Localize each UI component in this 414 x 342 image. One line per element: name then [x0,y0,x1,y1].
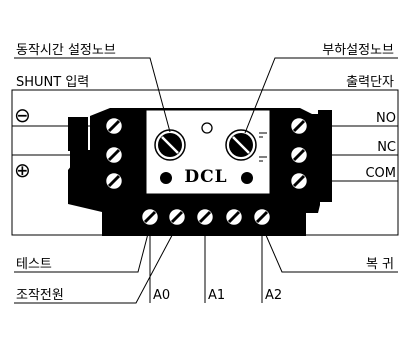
indicator-lamp-top [201,122,213,134]
label-load-knob: 부하설정노브 [322,43,394,58]
screw-terminal-a1 [195,207,215,227]
time-knob [154,129,186,161]
label-a1: A1 [208,288,225,303]
label-time-knob: 동작시간 설정노브 [16,43,116,58]
label-minus: ⊖ [14,103,31,127]
indicator-lamp-left [160,172,172,184]
screw-terminal-nc [289,145,309,165]
screw-terminal-plus [104,145,124,165]
label-com: COM [365,166,396,181]
screw-terminal-reset [252,207,272,227]
leader-lines [12,57,398,304]
screw-terminal-a0 [167,207,187,227]
label-plus: ⊕ [14,158,31,182]
brand-text: DCL [184,167,227,187]
label-reset: 복 귀 [366,257,394,272]
screw-terminal-left-bottom [104,171,124,191]
screw-terminal-minus [104,116,124,136]
label-no: NO [376,111,396,126]
label-power: 조작전원 [16,288,64,303]
screw-terminal-no [289,116,309,136]
indicator-lamp-right [241,172,253,184]
label-shunt-input: SHUNT 입력 [16,75,89,90]
screw-terminal-a2 [224,207,244,227]
label-test: 테스트 [16,257,52,272]
label-a2: A2 [265,288,282,303]
load-knob [225,129,257,161]
screw-terminal-com [289,171,309,191]
screw-terminal-test [140,207,160,227]
label-a0: A0 [153,288,170,303]
knob-scale-marks [259,132,267,162]
label-output: 출력단자 [346,75,394,90]
label-nc: NC [377,140,396,155]
